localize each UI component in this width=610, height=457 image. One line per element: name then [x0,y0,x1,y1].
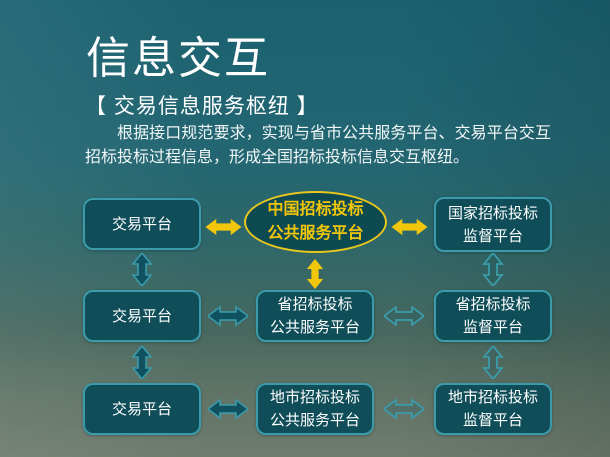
double-arrow-icon-row3-right [384,399,424,419]
node-china-public-service-platform-hub: 中国招标投标 公共服务平台 [244,191,387,253]
node-label-line2: 监督平台 [462,412,523,429]
node-label: 交易平台 [111,400,172,418]
node-label-line2: 公共服务平台 [269,319,360,336]
node-trading-platform-row2: 交易平台 [83,290,201,342]
node-national-supervision-platform: 国家招标投标 监督平台 [434,197,552,252]
description-paragraph: 根据接口规范要求，实现与省市公共服务平台、交易平台交互招标投标过程信息，形成全国… [85,125,551,166]
hub-label-line1: 中国招标投标 [267,201,364,218]
page-subtitle: 【 交易信息服务枢纽 】 [85,95,319,118]
node-label-line2: 监督平台 [462,319,523,336]
double-arrow-icon-hub-down [305,259,325,289]
double-arrow-icon-supervision-r1-r2 [482,253,504,286]
double-arrow-icon-supervision-r2-r3 [482,346,504,379]
node-label: 交易平台 [111,215,172,233]
node-provincial-supervision-platform: 省招标投标 监督平台 [434,290,552,342]
double-arrow-icon-trading-r1-r2 [131,253,153,286]
double-arrow-icon-row2-right [384,306,424,326]
node-label-line1: 省招标投标 [455,296,531,313]
node-city-service-platform: 地市招标投标 公共服务平台 [256,383,374,435]
double-arrow-icon-hub-right [391,218,428,236]
node-trading-platform-row3: 交易平台 [83,383,201,435]
page-title: 信息交互 [86,34,270,83]
double-arrow-icon-row2-left [208,306,248,326]
node-label-line1: 国家招标投标 [447,204,538,222]
node-trading-platform-row1: 交易平台 [83,198,201,250]
node-label-line2: 公共服务平台 [269,412,360,429]
node-city-supervision-platform: 地市招标投标 监督平台 [434,383,552,435]
node-label-line1: 地市招标投标 [269,389,360,406]
node-label-line2: 监督平台 [462,227,523,245]
double-arrow-icon-hub-left [205,218,242,236]
double-arrow-icon-trading-r2-r3 [131,346,153,379]
node-label-line1: 省招标投标 [277,296,353,313]
hub-label-line2: 公共服务平台 [267,225,364,242]
node-provincial-service-platform: 省招标投标 公共服务平台 [256,290,374,342]
double-arrow-icon-row3-left [208,399,248,419]
node-label: 交易平台 [111,307,172,325]
node-label-line1: 地市招标投标 [447,389,538,406]
